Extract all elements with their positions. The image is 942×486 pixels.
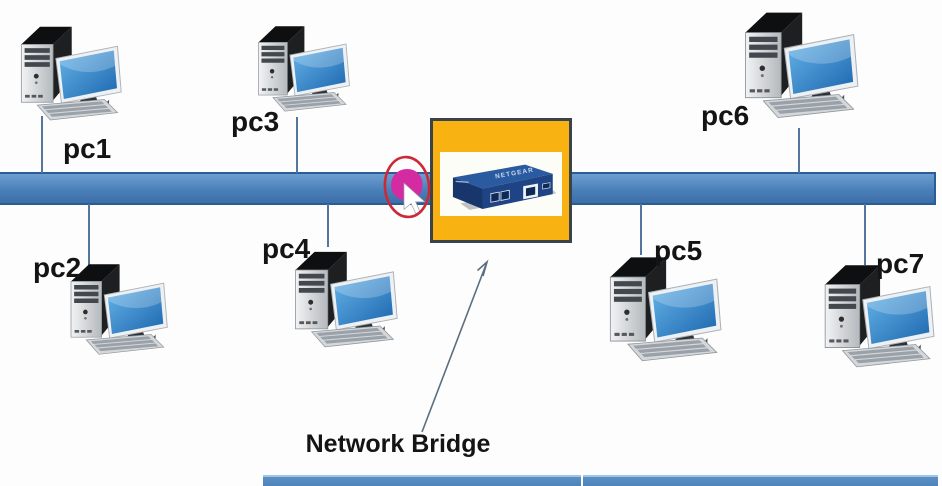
node-label: pc7 xyxy=(876,248,925,279)
cursor-highlight xyxy=(380,152,434,222)
node-label: pc3 xyxy=(231,106,280,137)
node-label: pc6 xyxy=(701,100,750,131)
link-pc1 xyxy=(41,116,43,173)
bridge-device-image: NETGEAR xyxy=(440,152,562,216)
network-bridge-device-icon: NETGEAR xyxy=(452,164,557,210)
node-pc2: pc2 xyxy=(33,254,170,357)
network-bus-bottom-left xyxy=(263,475,581,486)
highlight-circle-icon xyxy=(383,155,431,219)
link-pc4 xyxy=(327,204,329,247)
link-pc3 xyxy=(296,117,298,173)
link-pc6 xyxy=(798,128,800,173)
network-bus-bottom-right xyxy=(583,475,938,486)
link-pc5 xyxy=(640,204,642,255)
node-pc6: pc6 xyxy=(701,5,861,130)
bridge-caption: Network Bridge xyxy=(305,430,491,458)
desktop-computer-icon xyxy=(12,20,124,123)
bridge-highlight-box: NETGEAR xyxy=(430,118,572,243)
node-label: pc2 xyxy=(33,252,82,283)
node-label: pc4 xyxy=(262,233,311,264)
desktop-computer-icon xyxy=(250,20,352,114)
node-label: pc5 xyxy=(654,235,703,266)
node-pc5: pc5 xyxy=(600,237,724,364)
link-pc7 xyxy=(864,204,866,265)
node-pc3: pc3 xyxy=(231,20,352,136)
node-pc1: pc1 xyxy=(12,20,124,163)
link-pc2 xyxy=(88,204,90,272)
node-pc7: pc7 xyxy=(815,250,937,370)
desktop-computer-icon xyxy=(735,5,861,121)
node-pc4: pc4 xyxy=(262,235,400,350)
desktop-computer-icon xyxy=(600,250,724,364)
node-label: pc1 xyxy=(63,133,112,164)
